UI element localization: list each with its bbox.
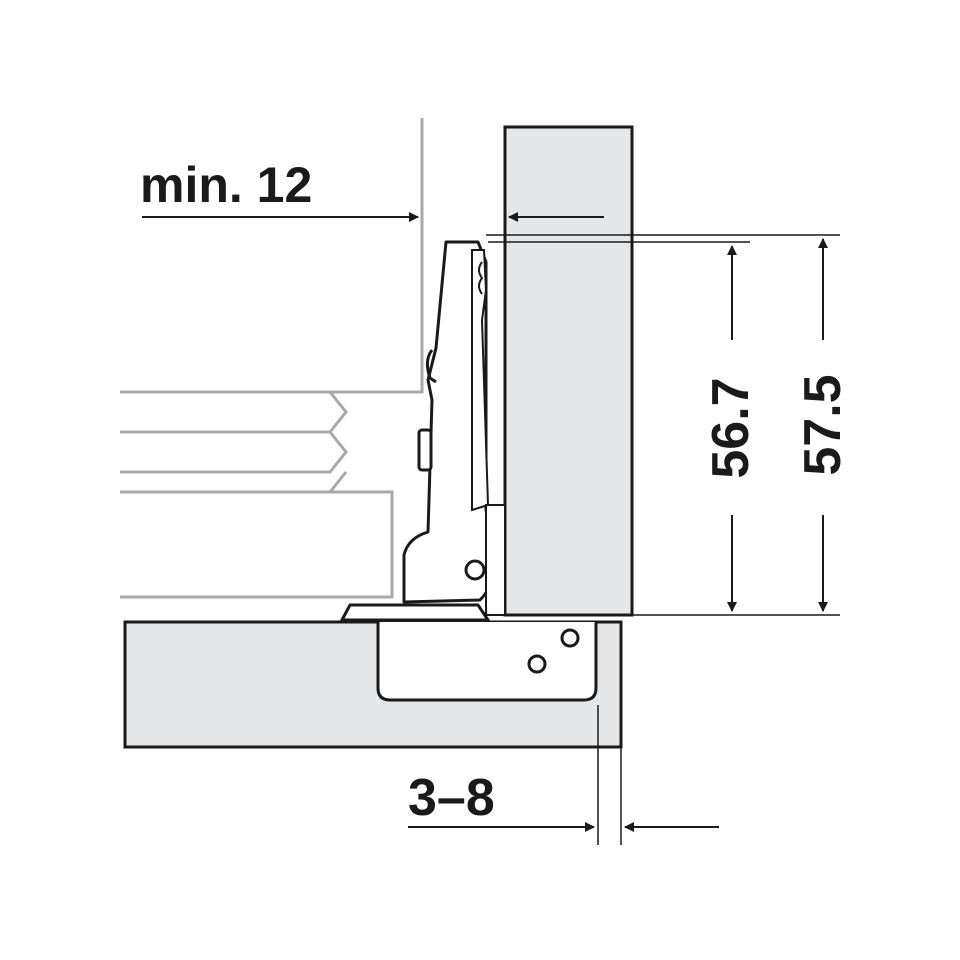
dimension-height-outer: 57.5 [794, 238, 852, 612]
dimension-min-gap: min. 12 [140, 157, 604, 222]
min-gap-label: min. 12 [140, 157, 312, 213]
door-panel [503, 125, 634, 617]
hinge-arm-inner [471, 249, 490, 512]
cup-screw-hole-icon [560, 628, 580, 648]
height-extension-lines [486, 234, 840, 616]
hinge-cup [376, 622, 598, 702]
mounting-plate [339, 603, 491, 622]
overlay-label: 3–8 [408, 769, 495, 827]
hinge-spacer [485, 504, 506, 616]
drawer-break-bottom [120, 471, 348, 494]
dimension-overlay: 3–8 [408, 705, 719, 845]
hinge-pivot-icon [464, 559, 486, 581]
drawer-outline [120, 118, 424, 599]
cup-screw-hole-icon [527, 654, 547, 674]
height-outer-label: 57.5 [794, 374, 852, 475]
adjust-screw-top-icon [425, 349, 437, 384]
drawer-break-middle [120, 431, 348, 474]
adjust-screw-middle-icon [417, 428, 433, 472]
dimension-height-inner: 56.7 [702, 245, 760, 612]
height-inner-label: 56.7 [702, 377, 760, 478]
drawer-front-panel [120, 490, 394, 599]
hinge-spring-icon [478, 261, 484, 295]
cabinet-side-line [120, 118, 424, 394]
drawer-break-top [120, 391, 348, 434]
